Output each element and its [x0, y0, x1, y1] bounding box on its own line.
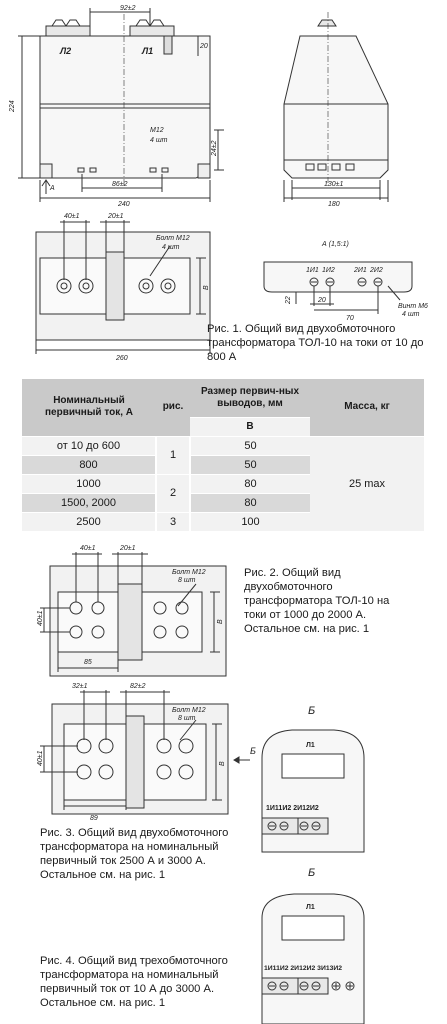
- fig1-dim-20: 20: [199, 43, 208, 50]
- fig3-dim-82: 82±2: [130, 683, 146, 690]
- fig1-term-4: 2И2: [369, 267, 383, 274]
- fig1-dim-height: 224: [9, 100, 16, 113]
- fig2-dim-b: В: [217, 619, 224, 624]
- fig1-dim-24: 24±2: [211, 140, 218, 157]
- fig1-dim-240: 240: [117, 201, 130, 208]
- fig1-dim-130: 130±1: [324, 181, 344, 188]
- fig1-dim-260: 260: [115, 355, 128, 362]
- fig1-dim-86: 86±2: [112, 181, 128, 188]
- table-row: 2500 3 100: [22, 512, 424, 532]
- cell-current: 2500: [22, 512, 156, 532]
- fig3-bolt-qty: 8 шт: [178, 715, 196, 722]
- fig2-dim-40: 40±1: [80, 545, 96, 552]
- fig1-screw: Винт М6: [398, 303, 428, 310]
- cell-b: 50: [190, 436, 310, 456]
- panel1-view: Б: [308, 705, 315, 717]
- cell-current: от 10 до 600: [22, 436, 156, 456]
- fig3-bolt: Болт М12: [172, 707, 206, 714]
- fig1-dim-22: 22: [285, 296, 292, 305]
- fig3-caption: Рис. 3. Общий вид двухобмоточного трансф…: [40, 827, 229, 881]
- fig1-dim-180: 180: [328, 201, 340, 208]
- cell-fig: 2: [155, 474, 191, 513]
- fig1-dim-b: В: [203, 285, 210, 290]
- fig1-dim-m12: М12: [150, 127, 164, 134]
- fig1-dim-70: 70: [346, 315, 354, 322]
- table-row: 1000 2 80: [22, 474, 424, 513]
- fig3-view-b: Б: [250, 746, 256, 756]
- fig3-dim-32: 32±1: [72, 683, 88, 690]
- cell-current: 1500, 2000: [22, 493, 156, 513]
- col-header-current: Номинальный первичный ток, А: [22, 379, 156, 437]
- cell-b: 50: [190, 455, 310, 475]
- fig1-label-l1: Л1: [141, 46, 153, 56]
- fig1-bolt: Болт М12: [156, 235, 190, 242]
- cell-b: 80: [190, 493, 310, 513]
- fig1-label-l2: Л2: [59, 46, 71, 56]
- fig1-view-title: А (1,5:1): [321, 241, 349, 248]
- fig2-dim-20: 20±1: [119, 545, 136, 552]
- fig3-dim-40v: 40±1: [37, 750, 44, 766]
- fig1-dim-4sht: 4 шт: [150, 137, 168, 144]
- table-row: 800 50: [22, 455, 424, 475]
- fig4-caption: Рис. 4. Общий вид трехобмоточного трансф…: [40, 955, 228, 1009]
- cell-mass: 25 max: [310, 436, 424, 532]
- fig3-dim-b: В: [219, 761, 226, 766]
- cell-current: 800: [22, 455, 156, 475]
- fig2-dim-85: 85: [84, 659, 92, 666]
- spec-table: Номинальный первичный ток, А рис. Размер…: [22, 379, 424, 532]
- fig2-bolt-qty: 8 шт: [178, 577, 196, 584]
- col-header-b: В: [190, 417, 310, 437]
- fig1-term-1: 1И1: [306, 267, 319, 274]
- fig1-dim-20b: 20±1: [107, 213, 124, 220]
- cell-fig: 1: [155, 436, 191, 475]
- cell-current: 1000: [22, 474, 156, 494]
- fig3-dim-89: 89: [90, 815, 98, 822]
- fig1-view-a: А: [49, 185, 55, 192]
- cell-b: 80: [190, 474, 310, 494]
- fig1-dim-20c: 20: [317, 297, 326, 304]
- fig1-term-2: 1И2: [322, 267, 335, 274]
- cell-b: 100: [190, 512, 310, 532]
- panel1-terms: 1И11И2 2И12И2: [266, 805, 319, 812]
- fig2-dim-40v: 40±1: [37, 610, 44, 626]
- cell-fig: 3: [155, 512, 191, 532]
- table-row: от 10 до 600 1 50 25 max: [22, 436, 424, 532]
- panel1-title: Л1: [306, 742, 315, 749]
- fig1-dim-40: 40±1: [64, 213, 80, 220]
- fig1-screw-qty: 4 шт: [402, 311, 420, 318]
- col-header-mass: Масса, кг: [310, 379, 424, 437]
- fig1-caption: Рис. 1. Общий вид двухобмоточного трансф…: [207, 323, 424, 363]
- fig1-term-3: 2И1: [353, 267, 367, 274]
- fig2-caption: Рис. 2. Общий вид двухобмоточного трансф…: [244, 567, 390, 635]
- panel2-view: Б: [308, 867, 315, 879]
- table-row: 1500, 2000 80: [22, 493, 424, 513]
- col-header-size: Размер первич-ных выводов, мм: [190, 379, 310, 418]
- fig1-dim-top: 92±2: [120, 5, 136, 12]
- panel2-title: Л1: [306, 904, 315, 911]
- col-header-fig: рис.: [156, 379, 190, 437]
- fig2-bolt: Болт М12: [172, 569, 206, 576]
- panel2-terms: 1И11И2 2И12И2 3И13И2: [264, 965, 342, 972]
- fig1-bolt-qty: 4 шт: [162, 244, 180, 251]
